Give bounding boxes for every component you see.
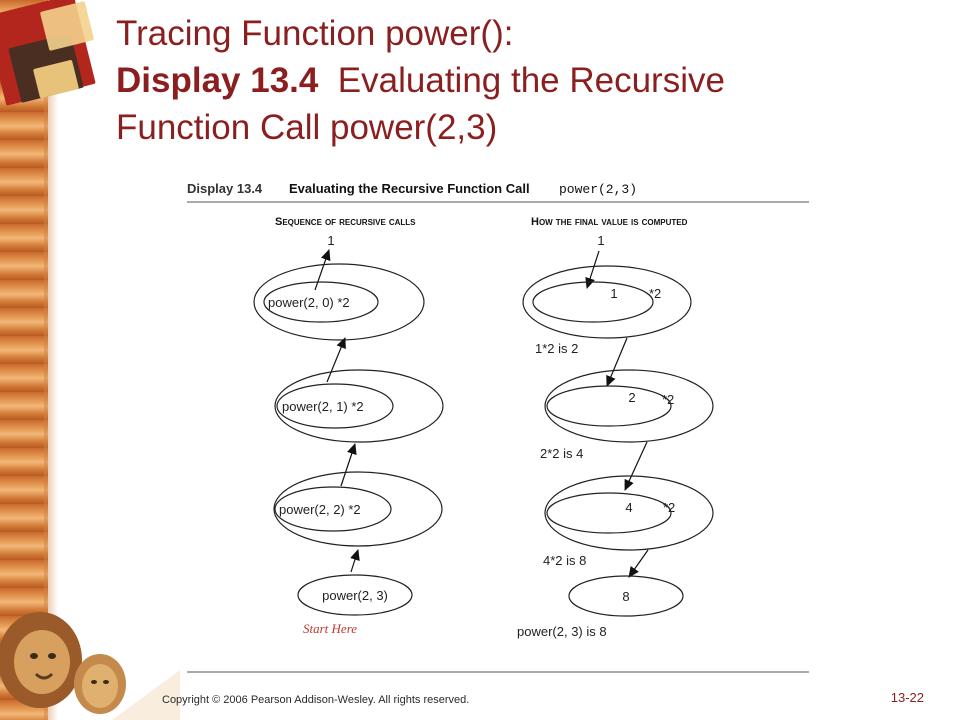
right-base-value: 1 [597,233,604,248]
right-frame-outer [544,369,714,443]
left-call-label: power(2, 2) *2 [279,502,361,517]
right-multiplier: *2 [649,286,661,301]
left-frame-outer [273,471,443,547]
right-frame-value: 2 [628,390,635,405]
lion-illustration [0,612,180,720]
right-result-label: 1*2 is 2 [535,341,578,356]
left-frame-inner [263,281,379,323]
right-result-label: 4*2 is 8 [543,553,586,568]
recursion-diagram: Display 13.4 Evaluating the Recursive Fu… [187,181,809,673]
right-final-frame [568,575,684,617]
left-arrow-return [314,249,331,291]
slide-title: Tracing Function power(): Display 13.4 E… [116,10,936,151]
left-start-call-label: power(2, 3) [322,588,388,603]
title-display-label: Display 13.4 [116,61,319,100]
right-arrow [624,441,648,491]
left-frame-inner [276,383,394,429]
left-frame-outer [274,369,444,443]
display-figure: Display 13.4 Evaluating the Recursive Fu… [183,172,813,677]
right-frame-outer [522,265,692,339]
title-line-3: Function Call power(2,3) [116,108,498,147]
start-here-label: Start Here [303,621,357,636]
title-line-2: Evaluating the Recursive [337,61,725,100]
right-final-value: 8 [622,589,629,604]
figure-caption: Evaluating the Recursive Function Call [289,181,530,196]
right-frame-value: 4 [625,500,632,515]
right-multiplier: *2 [662,392,674,407]
left-column-heading: Sequence of recursive calls [275,216,416,228]
right-frame-outer [544,475,714,551]
right-frame-inner [546,385,672,427]
right-frame-value: 1 [610,286,617,301]
decorative-left-strip [0,0,58,720]
left-start-frame [297,574,413,616]
left-frame-inner [274,486,392,532]
left-call-label: power(2, 1) *2 [282,399,364,414]
right-column-heading: How the final value is computed [531,216,688,228]
copyright-notice: Copyright © 2006 Pearson Addison-Wesley.… [162,694,470,706]
slide-number: 13-22 [890,690,924,705]
final-statement: power(2, 3) is 8 [517,624,607,639]
display-label: Display 13.4 [187,181,263,196]
right-arrow [628,549,649,578]
title-line-1: Tracing Function power(): [116,14,514,53]
right-multiplier: *2 [663,500,675,515]
left-return-value: 1 [327,233,334,248]
left-arrow [350,549,360,573]
right-result-label: 2*2 is 4 [540,446,583,461]
left-arrow [340,443,357,487]
figure-caption-code: power(2,3) [559,182,637,197]
right-frame-inner [532,281,654,323]
left-call-label: power(2, 0) *2 [268,295,350,310]
right-arrow [606,337,628,387]
left-arrow [326,337,346,383]
right-frame-inner [546,492,672,534]
